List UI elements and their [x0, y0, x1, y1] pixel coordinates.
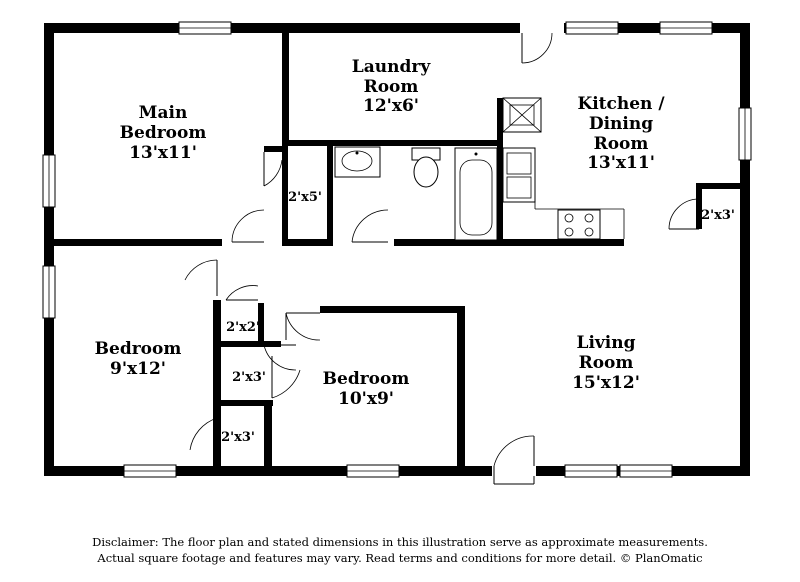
- kitchen-name-1: Kitchen /: [577, 94, 665, 114]
- window: [565, 21, 619, 35]
- door-kitchen-closet: [668, 198, 700, 230]
- wall-hall-closet-1: [221, 341, 281, 347]
- bathtub: [454, 147, 498, 241]
- kitchen-closet-dims: 2'x3': [701, 208, 735, 223]
- closet-labels: 2'x5' 2'x3' 2'x2' 2'x3' 2'x3': [221, 190, 735, 445]
- laundry-dims: 12'x6': [363, 96, 419, 116]
- kitchen-name-3: Room: [594, 134, 649, 154]
- windows: [42, 21, 752, 478]
- bedroom-left-dims: 9'x12': [110, 359, 166, 379]
- wall-hall-left: [213, 300, 221, 476]
- wall-right: [740, 23, 750, 476]
- kitchen-sink: [502, 147, 536, 203]
- kitchen-name-2: Dining: [589, 114, 653, 134]
- interior-walls: [54, 33, 740, 476]
- wall-closet-left: [282, 146, 288, 246]
- hall-closet-2-dims: 2'x3': [232, 370, 266, 385]
- wall-laundry-kitchen: [497, 98, 503, 246]
- disclaimer-line-1: Disclaimer: The floor plan and stated di…: [92, 535, 708, 549]
- window: [178, 21, 232, 35]
- wall-bedroom-right: [457, 306, 465, 472]
- door-opening-top: [520, 22, 564, 34]
- door-bedroom-left: [184, 259, 218, 296]
- door-bath: [351, 209, 389, 243]
- bedroom-left-name: Bedroom: [95, 339, 182, 359]
- window: [659, 21, 713, 35]
- living-name-1: Living: [577, 333, 636, 353]
- fixtures: [334, 97, 625, 241]
- wall-hall-stub: [258, 303, 264, 344]
- bedroom-center-name: Bedroom: [323, 369, 410, 389]
- wall-main-laundry: [282, 33, 289, 145]
- bedroom-center-dims: 10'x9': [338, 389, 394, 409]
- wall-closet-right: [327, 146, 333, 246]
- bathroom-sink: [334, 146, 381, 178]
- main-closet-dims: 2'x5': [288, 190, 322, 205]
- bedroom-closet-dims: 2'x3': [221, 430, 255, 445]
- main-bedroom-name-1: Main: [139, 103, 188, 123]
- wall-laundry-bottom: [282, 140, 502, 146]
- main-bedroom-dims: 13'x11': [129, 143, 197, 163]
- wall-kitchen-closet-top: [696, 183, 740, 189]
- wall-bath-bottom: [394, 239, 624, 246]
- door-bedroom-closet: [189, 417, 218, 458]
- toilet: [411, 147, 441, 188]
- door-hall-closet-1: [225, 285, 259, 301]
- wall-closet-bottom: [282, 239, 333, 246]
- stove: [557, 209, 601, 240]
- laundry-name-1: Laundry: [352, 57, 432, 77]
- living-name-2: Room: [579, 353, 634, 373]
- hall-closet-1-dims: 2'x2': [226, 320, 260, 335]
- window: [619, 464, 673, 478]
- window: [564, 464, 618, 478]
- wall-bedroom-top: [320, 306, 465, 313]
- water-heater: [502, 97, 542, 133]
- room-labels: Main Bedroom 13'x11' Laundry Room 12'x6'…: [95, 57, 666, 409]
- window: [42, 154, 56, 208]
- wall-main-bedroom-bottom: [54, 239, 222, 246]
- window: [738, 107, 752, 161]
- door-kitchen-exterior: [521, 32, 553, 64]
- door-main-closet: [263, 152, 283, 187]
- door-hall-closet-3: [271, 356, 301, 399]
- laundry-name-2: Room: [364, 77, 419, 97]
- living-dims: 15'x12': [572, 373, 640, 393]
- doors: [184, 32, 700, 485]
- wall-kitchen-closet-left: [696, 183, 702, 229]
- door-main-bedroom: [231, 209, 265, 243]
- door-hall-closet-2: [263, 344, 297, 371]
- main-bedroom-name-2: Bedroom: [120, 123, 207, 143]
- kitchen-dims: 13'x11': [587, 153, 655, 173]
- door-living-exterior: [493, 435, 535, 485]
- window: [346, 464, 400, 478]
- window: [42, 265, 56, 319]
- door-bedroom-center: [285, 312, 321, 341]
- wall-top: [44, 23, 750, 33]
- door-opening-bottom: [492, 465, 536, 477]
- wall-left: [44, 23, 54, 476]
- wall-closet-top: [264, 146, 288, 152]
- window: [123, 464, 177, 478]
- disclaimer-line-2: Actual square footage and features may v…: [97, 551, 703, 565]
- kitchen-counter: [534, 148, 625, 239]
- wall-hall-closet-2: [221, 400, 273, 406]
- wall-hall-closet-3: [264, 406, 272, 471]
